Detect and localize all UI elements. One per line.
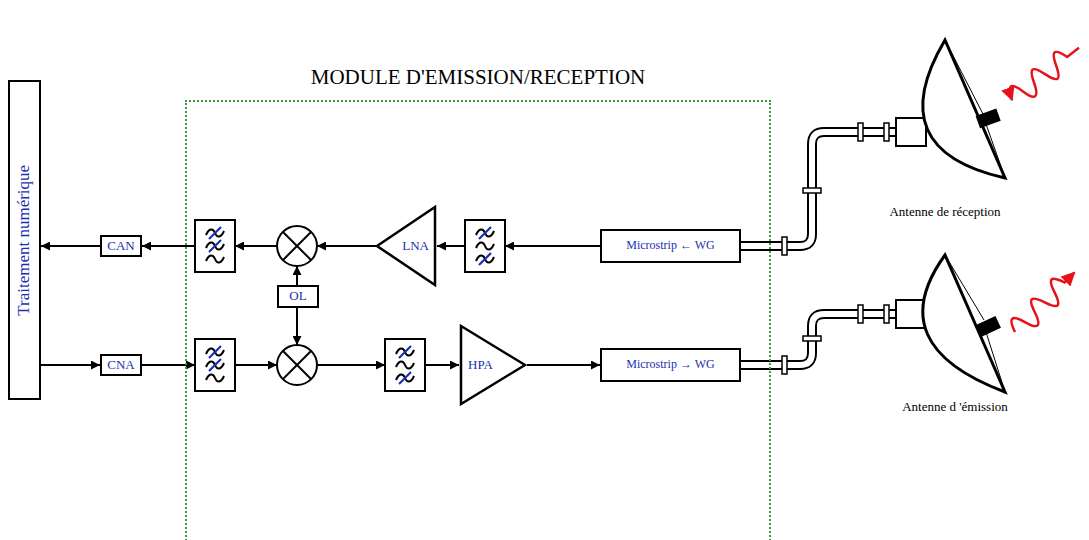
wave-path (1007, 265, 1082, 340)
lo-wire (296, 308, 298, 345)
bandpass-filter (385, 339, 425, 391)
waveguide-inner (741, 132, 898, 246)
block-label: Microstrip ← WG (626, 239, 714, 252)
stop-slash (479, 227, 491, 239)
transition-box: Microstrip ← WG (600, 229, 741, 263)
stop-slash (209, 359, 221, 371)
signal-arrow (41, 245, 100, 247)
filter-box (465, 220, 505, 272)
signal-wire (425, 364, 459, 366)
dish-reflector (923, 40, 1005, 178)
feed-strut (986, 124, 1005, 178)
signal-wire (142, 364, 195, 366)
stop-slash (399, 346, 411, 358)
signal-wire (505, 245, 600, 247)
waveguide-flange (858, 305, 863, 323)
signal-arrow (41, 364, 100, 366)
feed-horn (976, 109, 1001, 129)
signal-wire (235, 364, 277, 366)
mixer-circle (277, 226, 317, 266)
mixer-symbol (277, 226, 317, 266)
converter-box: CAN (100, 235, 142, 257)
stop-slash (209, 346, 221, 358)
waveguide-outline (741, 314, 898, 365)
waveguide-outline (741, 132, 898, 246)
stop-slash (209, 227, 221, 239)
filter-box (195, 339, 235, 391)
triangle-shape (377, 207, 435, 285)
mixer-circle (277, 345, 317, 385)
feed-strut (945, 40, 984, 116)
signal-wire (142, 245, 195, 247)
antenna-label: Antenne d 'émission (880, 400, 1030, 414)
mixer-cross (283, 351, 311, 379)
signal-wire (437, 245, 465, 247)
tilde-symbol (206, 374, 224, 381)
bandpass-filter (465, 220, 505, 272)
waveguide-flange (858, 123, 863, 141)
amplifier-triangle: LNA (375, 205, 437, 287)
lowpass-filter (195, 339, 235, 391)
signal-wire (317, 245, 377, 247)
mixer-cross (283, 232, 311, 260)
waveguide-flange (782, 237, 787, 255)
mixer-cross (283, 351, 311, 379)
lowpass-filter (195, 220, 235, 272)
mixer-cross (283, 232, 311, 260)
feed-strut (986, 332, 1005, 392)
block-label: Microstrip → WG (626, 358, 714, 371)
filter-box (195, 220, 235, 272)
waveguide-flange (803, 336, 821, 341)
mixer-symbol (277, 345, 317, 385)
wave-path (1005, 39, 1086, 109)
block-label: OL (289, 289, 306, 303)
waveguide (741, 123, 898, 255)
stop-slash (209, 240, 221, 252)
stop-slash (479, 253, 491, 265)
waveguide (741, 305, 898, 374)
antenna-mount (896, 118, 926, 146)
feed-horn (975, 316, 1000, 337)
filter-box (385, 339, 425, 391)
tx-wires (142, 364, 600, 366)
converter-box: CNA (100, 354, 142, 376)
dish-antenna (896, 255, 1005, 392)
block-label: HPA (468, 358, 493, 372)
rx-wires (142, 246, 600, 345)
outgoing-wave (1007, 265, 1082, 340)
triangle-shape (461, 326, 525, 404)
waveguide-inner (741, 314, 898, 365)
dish-reflector (923, 255, 1005, 392)
module-heading: MODULE D'EMISSION/RECEPTION (187, 66, 769, 89)
tilde-symbol (476, 242, 494, 249)
waveguide-flange (884, 305, 889, 323)
block-label: CNA (107, 358, 134, 372)
block-label: CAN (107, 239, 134, 253)
incoming-wave (1005, 39, 1086, 109)
block-label: LNA (402, 239, 429, 253)
waveguide-flange (782, 356, 787, 374)
signal-wire (317, 364, 385, 366)
signal-wire (235, 245, 277, 247)
signal-wire (527, 364, 600, 366)
block-label: Traitement numérique (15, 165, 34, 316)
processing-block: Traitement numérique (8, 80, 41, 400)
waveguide-flange (884, 123, 889, 141)
tilde-symbol (206, 255, 224, 262)
waveguide-flange (803, 188, 821, 193)
feed-strut (945, 255, 984, 320)
lo-wire (296, 266, 298, 285)
transition-box: Microstrip → WG (600, 348, 741, 382)
dish-antenna (896, 40, 1005, 178)
amplifier-triangle: HPA (459, 324, 527, 406)
stop-slash (399, 372, 411, 384)
module-frame: MODULE D'EMISSION/RECEPTIONOLLNAMicrostr… (185, 100, 771, 540)
oscillator-box: OL (277, 285, 319, 308)
antenna-label: Antenne de réception (870, 205, 1020, 219)
tilde-symbol (396, 361, 414, 368)
